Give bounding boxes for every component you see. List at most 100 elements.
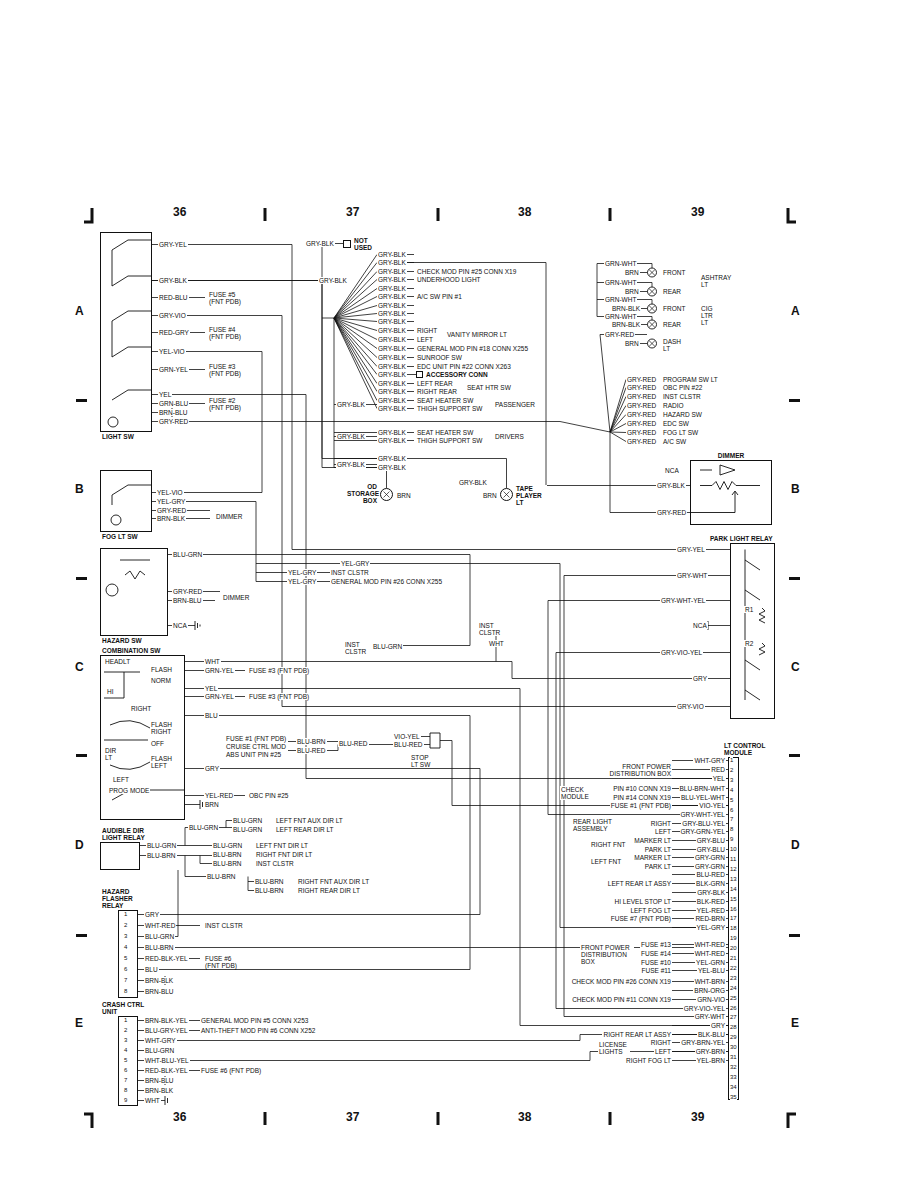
wire-label: GRY-BLK: [336, 401, 366, 408]
wire-label: GRY-BLK: [377, 455, 407, 462]
wire-label: GRN-YEL: [204, 667, 235, 674]
wire-label: EDC SW: [662, 420, 690, 427]
wire-label: BRN-BLU: [144, 988, 175, 995]
wire-label: YEL-BLU: [697, 967, 726, 974]
wire-label: UNDERHOOD LIGHT: [416, 276, 482, 283]
wire-label: FUSE #10: [640, 959, 672, 966]
wire-label: CHECK MOD PIN #25 CONN X19: [416, 268, 517, 275]
wire-label: FUSE #4: [208, 326, 236, 333]
pin-number: 6: [124, 1067, 127, 1074]
wire-label: VANITY MIRROR LT: [446, 331, 508, 338]
wire-label: GRY-RED: [626, 384, 657, 391]
grid-reference: B: [74, 483, 85, 496]
wire-label: DIMMER: [222, 594, 250, 601]
wire-label: FUSE #3 (FNT PDB): [248, 693, 310, 700]
wire-label: DIMMER: [215, 513, 243, 520]
wire-label: FUSE #14: [640, 950, 672, 957]
wire-label: BLK-GRN: [695, 880, 726, 887]
wire-label: OBC PIN #22: [662, 384, 703, 391]
wire-label: LEFT: [112, 776, 130, 783]
wire-label: LEFT: [416, 336, 434, 343]
wiring-group: [76, 208, 800, 1128]
wire-connector: [185, 662, 730, 679]
component-label: DIMMER: [691, 452, 771, 459]
wire-label: FUSE #2: [208, 397, 236, 404]
wire-label: RIGHT REAR LT ASSY: [602, 1031, 672, 1038]
wire-label: FUSE #7 (FNT PDB): [610, 915, 672, 922]
wire-label: GRN-BLU: [158, 400, 189, 407]
wire-label: BRN: [204, 801, 220, 808]
grid-reference: 39: [690, 1111, 705, 1124]
wire-label: BLU-BRN: [254, 887, 285, 894]
wire-label: REAR LIGHT ASSEMBLY: [572, 818, 616, 832]
wire-label: WHT: [144, 1097, 161, 1104]
grid-reference: C: [790, 661, 801, 674]
wire-label: MARKER LT: [633, 837, 672, 844]
wire-label: LEFT FNT DIR LT: [255, 842, 309, 849]
wire-label: GRY-RED: [626, 402, 657, 409]
wire-label: BLU-BRN: [212, 860, 243, 867]
pin-number: 26: [730, 1005, 737, 1012]
wire-label: WHT-GRY: [693, 757, 726, 764]
wire-label: GENERAL MOD PIN #5 CONN X253: [200, 1017, 309, 1024]
wire-label: RED: [710, 766, 726, 773]
wire-label: GRY-BLK: [377, 363, 407, 370]
pin-number: 35: [730, 1094, 737, 1101]
wire-label: PIN #10 CONN X19: [612, 785, 672, 792]
pin-number: 27: [730, 1014, 737, 1021]
wire-label: NCA: [664, 467, 680, 474]
wire-label: FUSE #1 (FNT PDB): [610, 802, 672, 809]
wire-label: GRY: [144, 911, 160, 918]
wire-label: PROGRAM SW LT: [662, 376, 719, 383]
wire-label: BLU-BRN: [146, 852, 177, 859]
pin-number: 8: [124, 1087, 127, 1094]
wire-label: BLU-GRN: [188, 824, 219, 831]
pin-number: 22: [730, 965, 737, 972]
grid-reference: C: [74, 661, 85, 674]
wire-label: WHT: [204, 658, 221, 665]
pin-number: 15: [730, 896, 737, 903]
wire-label: GRY-WHT-YEL: [660, 597, 706, 604]
grid-reference: E: [790, 1017, 800, 1030]
pin-number: 25: [730, 995, 737, 1002]
wire-label: LEFT FOG LT: [629, 907, 672, 914]
component-label: TAPE PLAYER LT: [515, 485, 547, 506]
wire-label: WHT-RED: [144, 922, 176, 929]
wire-label: GRY-BLK: [377, 397, 407, 404]
pin-number: 14: [730, 886, 737, 893]
pin-number: 34: [730, 1084, 737, 1091]
wire-label: BRN: [396, 492, 412, 499]
wire-label: REAR: [662, 288, 682, 295]
wire-label: GRY-BLK: [377, 380, 407, 387]
lamp-filament: [504, 492, 510, 498]
component-box: AUDIBLE DIR LIGHT RELAY: [100, 842, 140, 870]
wire-label: GRY-BLK: [377, 336, 407, 343]
wire-label: GRY-VIO-YEL: [660, 649, 703, 656]
wire-label: RIGHT FNT AUX DIR LT: [297, 878, 370, 885]
wire-label: BRN: [482, 492, 498, 499]
pin-number: 4: [124, 1047, 127, 1054]
wire-label: YEL-RED: [696, 907, 726, 914]
wire-label: HAZARD SW: [662, 411, 703, 418]
wire-label: BRN-BLU: [144, 1077, 175, 1084]
pin-number: 24: [730, 985, 737, 992]
pin-number: 29: [730, 1034, 737, 1041]
component-label: FOG LT SW: [101, 533, 139, 540]
wire-label: CRUISE CTRL MOD: [225, 743, 287, 750]
wire-label: PIN #14 CONN X19: [612, 794, 672, 801]
wire-label: FUSE #13: [640, 941, 672, 948]
lamp-symbol: [106, 584, 118, 596]
pin-number: 20: [730, 945, 737, 952]
wire-label: RED-GRY: [158, 329, 190, 336]
wire-label: CIG LTR LT: [700, 305, 722, 326]
pin-number: 19: [730, 935, 737, 942]
wire-label: THIGH SUPPORT SW: [416, 405, 484, 412]
wire-label: YEL-GRY: [287, 569, 317, 576]
wire-label: HEADLT: [104, 658, 131, 665]
wire-label: YEL-GRY: [156, 498, 186, 505]
wire-label: GENERAL MOD PIN #26 CONN X255: [330, 578, 443, 585]
wire-label: RIGHT REAR DIR LT: [297, 887, 361, 894]
wire-label: GRY-BLK: [377, 318, 407, 325]
wire-label: SUNROOF SW: [416, 354, 463, 361]
